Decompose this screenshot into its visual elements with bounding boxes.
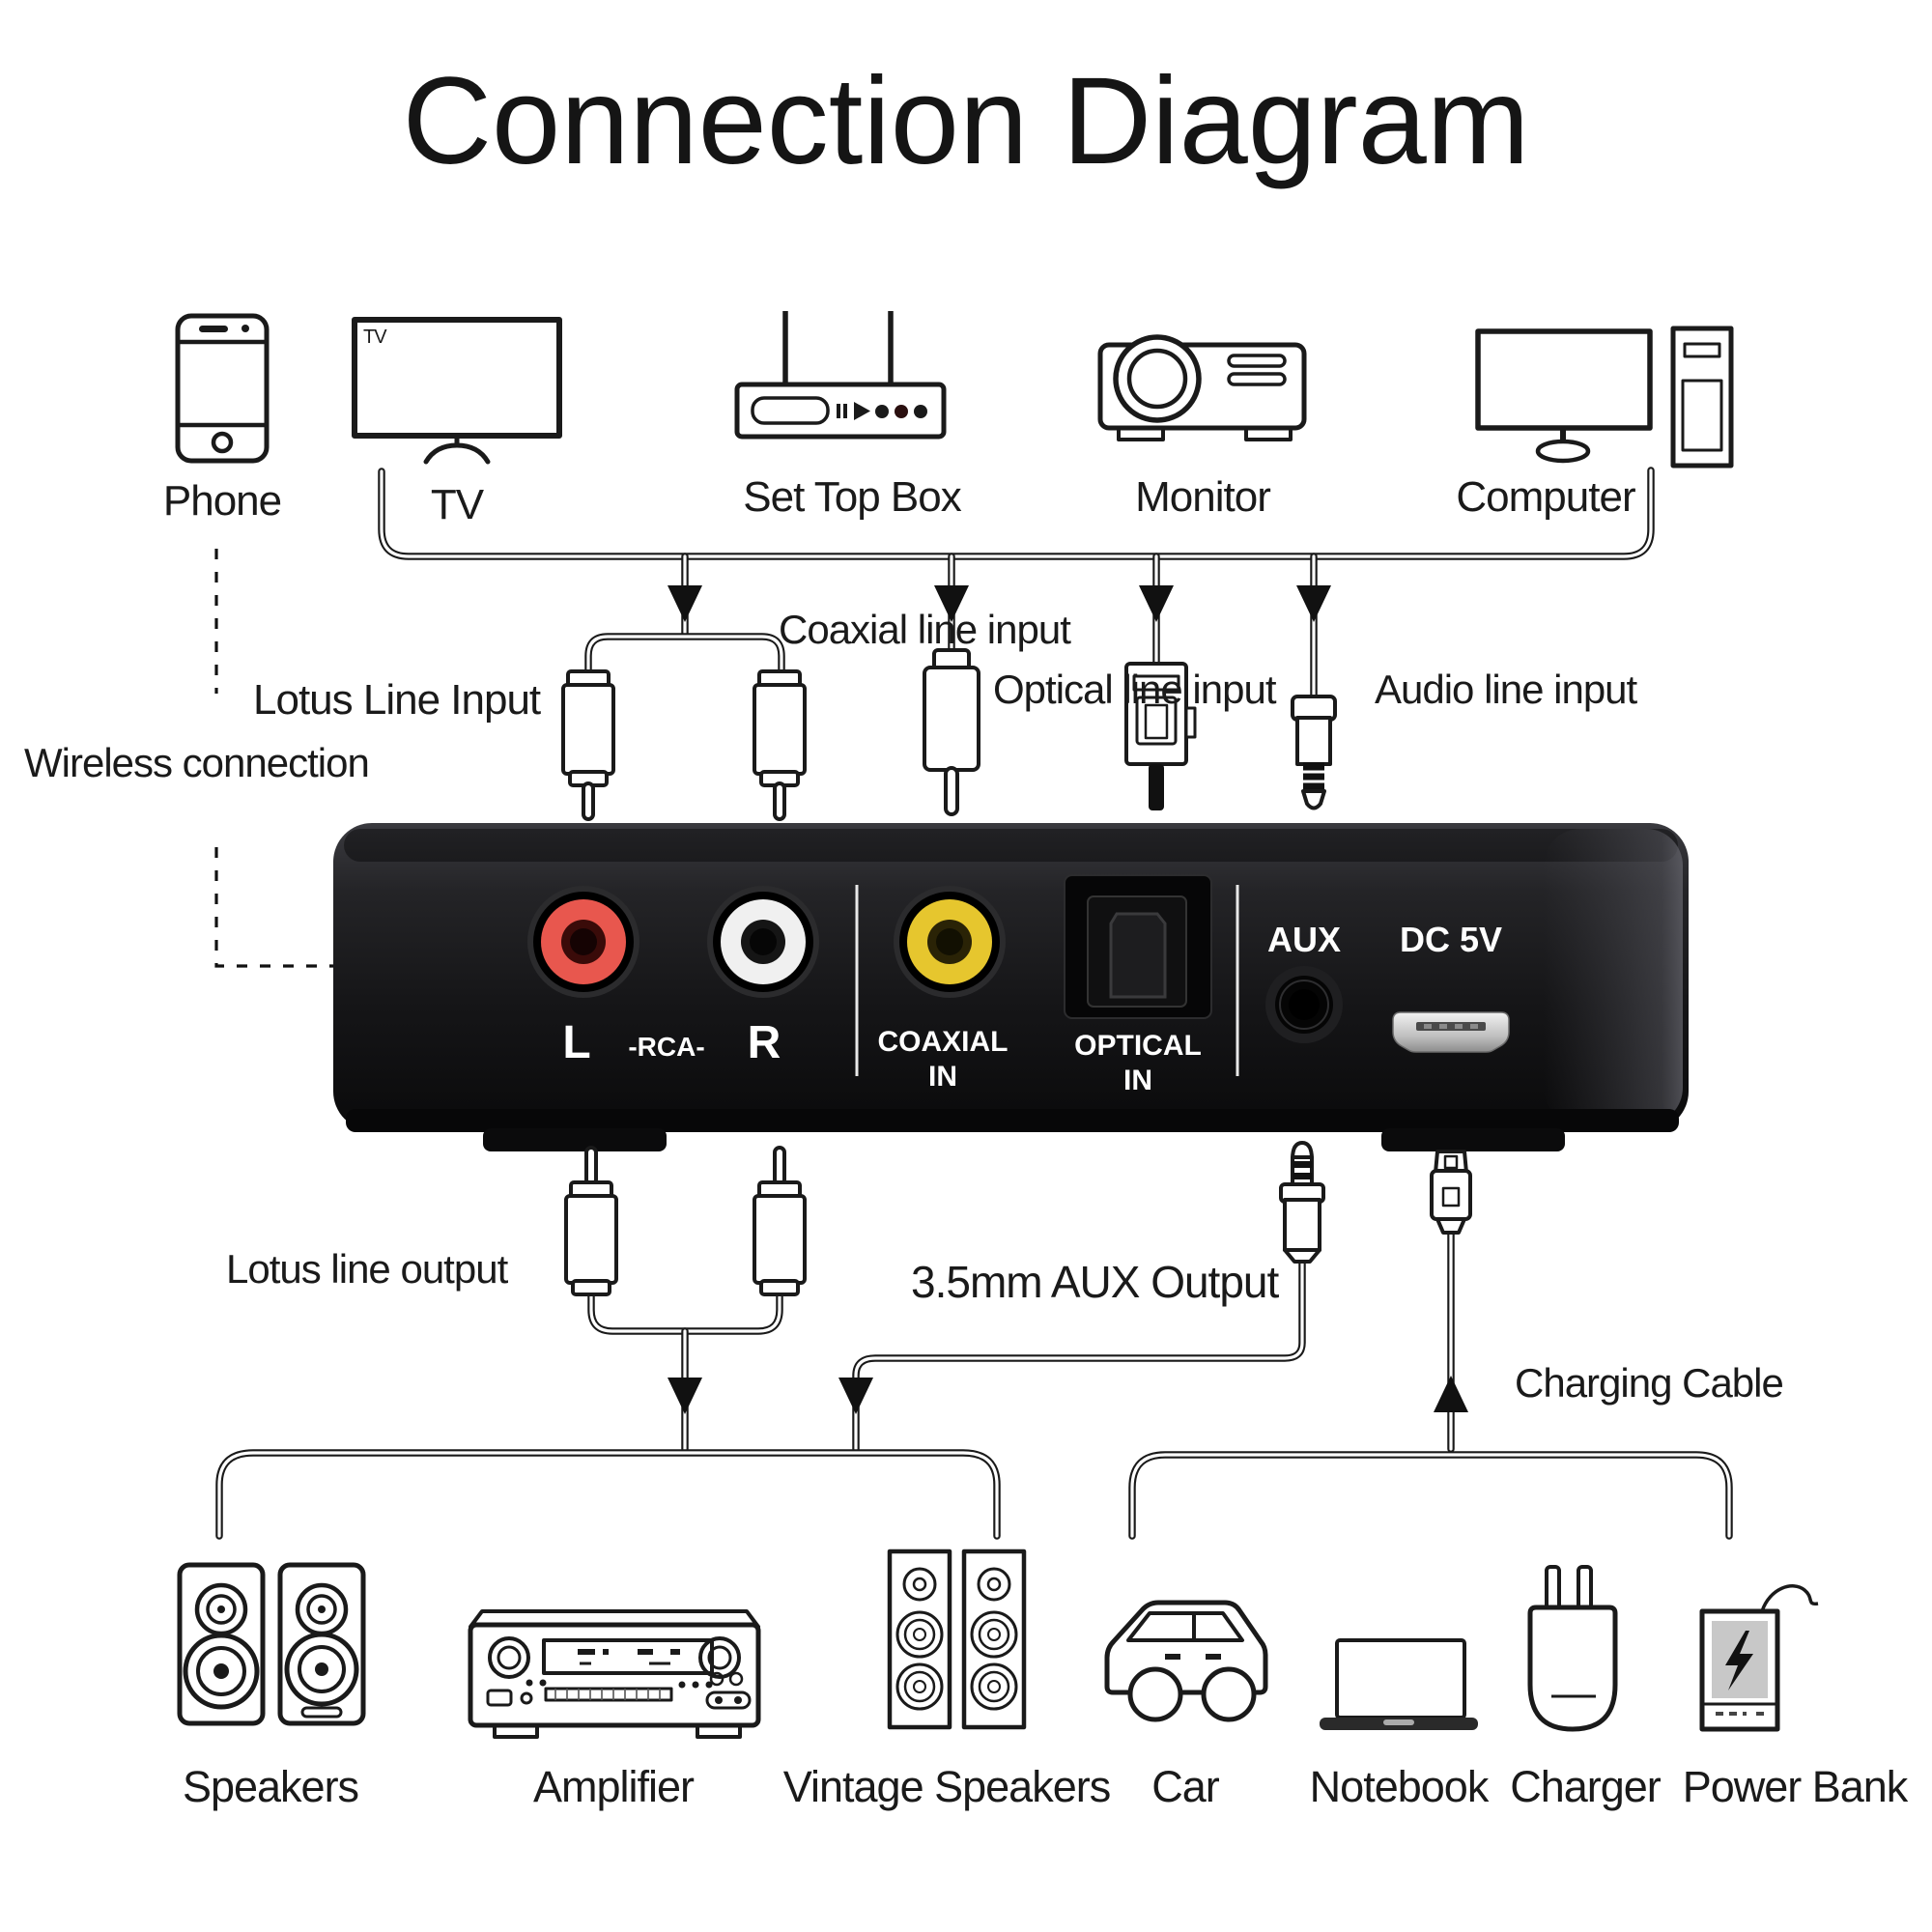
rca-output-plugs <box>564 1146 807 1296</box>
input-bus-cable <box>378 467 1655 700</box>
rca-input-plugs <box>561 669 807 821</box>
aux-port <box>1265 966 1343 1043</box>
dc5v-port <box>1392 1011 1510 1053</box>
computer-icon <box>1475 326 1734 469</box>
receiver-device <box>333 823 1689 1151</box>
set-top-box-icon <box>734 311 947 440</box>
aux-input-plug <box>1291 695 1337 810</box>
amplifier-icon <box>468 1609 761 1739</box>
phone-icon <box>175 313 270 464</box>
arrow-audio-input <box>1296 585 1331 622</box>
charger-icon <box>1527 1565 1618 1732</box>
arrow-lotus-output <box>668 1378 702 1414</box>
arrow-coaxial-input <box>934 585 969 622</box>
speakers-icon <box>177 1562 366 1726</box>
output-cables <box>215 1225 1733 1540</box>
power-bank-icon <box>1699 1584 1819 1732</box>
notebook-icon <box>1320 1638 1478 1730</box>
optical-port <box>1064 874 1212 1019</box>
coaxial-plug <box>923 648 980 816</box>
optical-plug <box>1124 662 1197 810</box>
monitor-icon <box>1097 334 1307 441</box>
coaxial-port <box>894 886 1006 998</box>
tv-icon <box>352 317 562 465</box>
aux-output-plug <box>1279 1141 1325 1264</box>
arrow-lotus-input <box>668 585 702 622</box>
rca-port-left <box>527 886 639 998</box>
vintage-speakers-icon <box>887 1548 1027 1730</box>
arrow-optical-input <box>1139 585 1174 622</box>
car-icon <box>1104 1600 1268 1722</box>
usb-charging-connector <box>1430 1150 1472 1235</box>
arrow-charging <box>1434 1376 1468 1412</box>
wireless-dashed-line <box>214 549 333 968</box>
arrow-aux-output <box>838 1378 873 1414</box>
rca-port-right <box>707 886 819 998</box>
